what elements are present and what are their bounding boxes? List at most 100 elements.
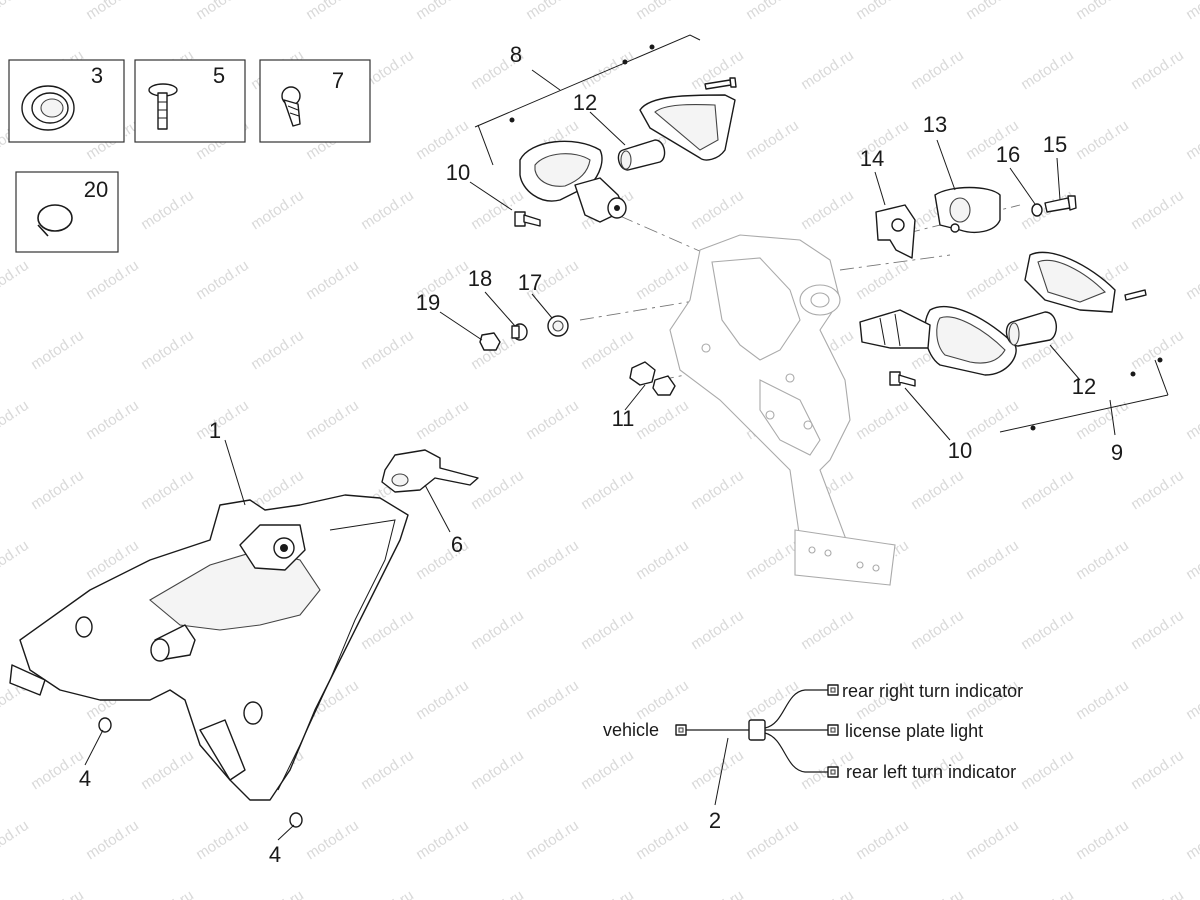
wire-label-license-plate: license plate light [845,721,983,741]
callout-17: 17 [518,270,542,295]
turn-indicator-upper[interactable] [519,140,627,223]
watermark-text: motod.ru [1183,397,1200,444]
watermark-text: motod.ru [358,327,417,374]
watermark-text: motod.ru [633,397,692,444]
screw-10-lower[interactable] [889,371,916,387]
callout-13: 13 [923,112,947,137]
watermark-text: motod.ru [578,747,637,794]
nut-19[interactable] [479,332,501,351]
watermark-text: motod.ru [193,257,252,304]
callout-numbers: 3 5 7 20 8 12 10 19 18 17 11 14 13 16 15… [79,42,1123,867]
watermark-text: motod.ru [193,817,252,864]
rear-mudguard-1[interactable] [9,494,409,801]
callout-1: 1 [209,418,221,443]
callout-2: 2 [709,808,721,833]
callout-5: 5 [213,63,225,88]
license-plate-bracket[interactable] [669,234,896,586]
watermark-text: motod.ru [413,0,472,23]
watermark-text: motod.ru [413,677,472,724]
wire-label-rear-right: rear right turn indicator [842,681,1023,701]
watermark-text: motod.ru [358,887,417,900]
callout-leaders [84,34,1169,841]
watermark-text: motod.ru [138,747,197,794]
callout-4-lower: 4 [269,842,281,867]
watermark-text: motod.ru [963,0,1022,23]
license-light-13[interactable] [934,186,1001,233]
watermark-text: motod.ru [523,677,582,724]
watermark-text: motod.ru [798,887,857,900]
callout-15: 15 [1043,132,1067,157]
callout-3: 3 [91,63,103,88]
watermark-text: motod.ru [578,607,637,654]
wire-label-vehicle: vehicle [603,720,659,740]
watermark-text: motod.ru [138,887,197,900]
washer-18[interactable] [511,323,528,341]
watermark-text: motod.ru [1128,47,1187,94]
watermark-text: motod.ru [1128,467,1187,514]
watermark-text: motod.ru [28,467,87,514]
watermark-text: motod.ru [1183,0,1200,23]
turn-indicator-lower[interactable] [859,305,1017,376]
part-box-7[interactable] [259,59,371,143]
washer-16[interactable] [1031,203,1043,217]
watermark-text: motod.ru [1183,537,1200,584]
watermark-text: motod.ru [1073,397,1132,444]
screw-upper[interactable] [704,77,737,90]
part-box-3[interactable] [8,59,125,143]
watermark-text: motod.ru [1128,887,1187,900]
watermark-text: motod.ru [1073,677,1132,724]
callout-11: 11 [612,406,635,431]
screw-10-upper[interactable] [514,211,541,227]
indicator-lens-upper[interactable] [639,94,736,161]
nut-11a[interactable] [629,361,656,386]
gasket-14[interactable] [875,204,916,259]
nut-11b[interactable] [652,375,676,396]
watermark-text: motod.ru [963,817,1022,864]
callout-20: 20 [84,177,108,202]
watermark-text: motod.ru [633,817,692,864]
watermark-text: motod.ru [248,327,307,374]
watermark-text: motod.ru [303,397,362,444]
watermark-text: motod.ru [853,257,912,304]
grommet-17[interactable] [547,315,569,337]
watermark-text: motod.ru [83,817,142,864]
watermark-text: motod.ru [0,257,32,304]
clip-6[interactable] [381,449,479,493]
watermark-text: motod.ru [743,677,802,724]
watermark-text: motod.ru [358,747,417,794]
watermark-text: motod.ru [798,187,857,234]
callout-4-upper: 4 [79,766,91,791]
callout-19: 19 [416,290,440,315]
watermark-text: motod.ru [523,0,582,23]
watermark-text: motod.ru [468,467,527,514]
part-box-20[interactable] [15,171,119,253]
watermark-text: motod.ru [743,0,802,23]
watermark-text: motod.ru [853,817,912,864]
watermark-text: motod.ru [1183,117,1200,164]
indicator-lens-lower[interactable] [1024,251,1116,313]
bulb-upper[interactable] [617,139,666,171]
callout-12-lower: 12 [1072,374,1096,399]
nut-4b[interactable] [289,812,303,828]
bulb-lower[interactable] [1005,311,1057,347]
watermark-text: motod.ru [1128,607,1187,654]
watermark-text: motod.ru [303,0,362,23]
wiring-diagram: vehicle rear right turn indicator licens… [603,681,1023,806]
watermark-text: motod.ru [743,537,802,584]
watermark-text: motod.ru [578,467,637,514]
watermark-text: motod.ru [358,187,417,234]
watermark-text: motod.ru [303,257,362,304]
callout-18: 18 [468,266,492,291]
nut-4a[interactable] [98,717,112,733]
watermark-text: motod.ru [1183,817,1200,864]
part-box-5[interactable] [134,59,246,143]
watermark-text: motod.ru [83,257,142,304]
wire-label-rear-left: rear left turn indicator [846,762,1016,782]
watermark-text: motod.ru [743,817,802,864]
screw-15[interactable] [1044,195,1077,213]
watermark-text: motod.ru [468,747,527,794]
watermark-text: motod.ru [1018,47,1077,94]
screw-lower[interactable] [1124,289,1147,301]
watermark-text: motod.ru [138,327,197,374]
watermark-text: motod.ru [743,117,802,164]
